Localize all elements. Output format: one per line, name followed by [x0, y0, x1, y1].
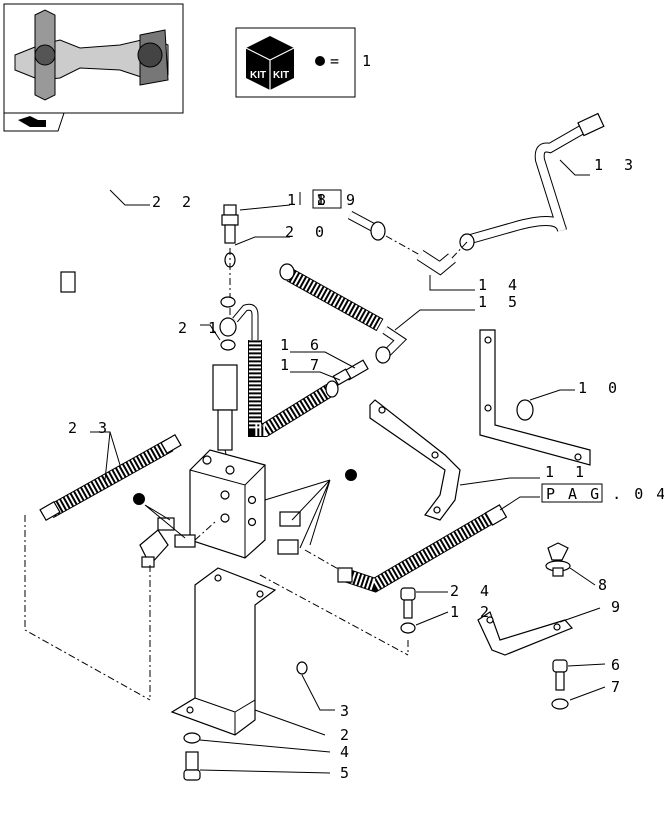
label-23: 2 3 — [68, 419, 113, 437]
kit-value: 1 — [362, 52, 377, 70]
label-14: 1 4 — [478, 276, 523, 294]
plug-left — [174, 534, 196, 548]
page-ref-box[interactable] — [541, 483, 603, 503]
bolt-6 — [552, 659, 568, 691]
page-ref-link[interactable]: P A G . 0 4 — [546, 485, 664, 503]
kit-dot-right — [345, 469, 357, 481]
label-22: 2 2 — [152, 193, 197, 211]
bolt-5 — [183, 751, 201, 781]
label-18: 1 8 — [287, 191, 332, 209]
kit-text-left: KIT — [250, 70, 266, 81]
fitting-left-small — [157, 517, 175, 531]
bolt-24 — [400, 587, 416, 619]
label-20: 2 0 — [285, 223, 330, 241]
label-10: 1 0 — [578, 379, 623, 397]
label-4: 4 — [340, 743, 355, 761]
leader-11 — [459, 477, 540, 486]
label-19: 1 9 — [316, 191, 361, 209]
label-3: 3 — [340, 702, 355, 720]
leader-14 — [429, 275, 475, 291]
label-13: 1 3 — [594, 156, 639, 174]
washer-21b — [220, 339, 236, 351]
kit-legend-box: KIT KIT = 1 — [235, 27, 377, 98]
label-5: 5 — [340, 764, 355, 782]
nav-arrow-icon[interactable] — [3, 112, 65, 132]
label-19-box — [312, 189, 342, 209]
pipe-22 — [60, 168, 386, 360]
leader-22 — [109, 189, 150, 206]
leader-15 — [394, 309, 475, 331]
label-11: 1 1 — [545, 463, 590, 481]
leader-pag — [499, 496, 540, 511]
washer-21a — [220, 296, 236, 308]
bracket-2 — [170, 567, 277, 736]
leader-10 — [529, 389, 575, 401]
kit-dot-left — [133, 493, 145, 505]
fitting-16-17 — [332, 359, 369, 386]
label-21: 2 1 — [178, 319, 223, 337]
label-9: 9 — [611, 598, 626, 616]
label-24: 2 4 — [450, 582, 495, 600]
valve-block — [189, 449, 266, 559]
hose-23 — [39, 433, 182, 522]
label-15: 1 5 — [478, 293, 523, 311]
axle-thumbnail — [3, 3, 184, 114]
leader-23 — [90, 431, 121, 481]
kit-equals: = — [330, 52, 345, 70]
hose-17 — [232, 303, 339, 437]
banjo-bolt-18 — [221, 204, 239, 244]
leader-13 — [559, 159, 590, 176]
kit-text-right: KIT — [273, 70, 289, 81]
clip-8 — [545, 542, 571, 577]
cap-3 — [296, 661, 308, 675]
fitting-elbow-left — [139, 529, 169, 568]
label-12: 1 2 — [450, 603, 495, 621]
label-7: 7 — [611, 678, 626, 696]
elbow-14 — [416, 249, 456, 276]
label-8: 8 — [598, 576, 613, 594]
hose-15 — [279, 263, 408, 364]
kit-dot-icon — [315, 56, 325, 66]
label-17: 1 7 — [280, 356, 325, 374]
bracket-9 — [477, 611, 574, 656]
washer-12 — [400, 622, 416, 634]
bracket-10 — [479, 329, 591, 466]
bracket-11 — [369, 399, 461, 521]
kit-cube-icon: KIT KIT — [245, 36, 295, 90]
washer-7 — [551, 698, 569, 710]
fitting-right-plugs — [277, 511, 301, 555]
washer-4 — [183, 732, 201, 744]
hose-to-11 — [337, 504, 508, 593]
eye-21 — [219, 317, 237, 337]
spacer-tube — [212, 364, 238, 451]
label-2: 2 — [340, 726, 355, 744]
label-16: 1 6 — [280, 336, 325, 354]
label-6: 6 — [611, 656, 626, 674]
pipe-13 — [459, 112, 605, 251]
